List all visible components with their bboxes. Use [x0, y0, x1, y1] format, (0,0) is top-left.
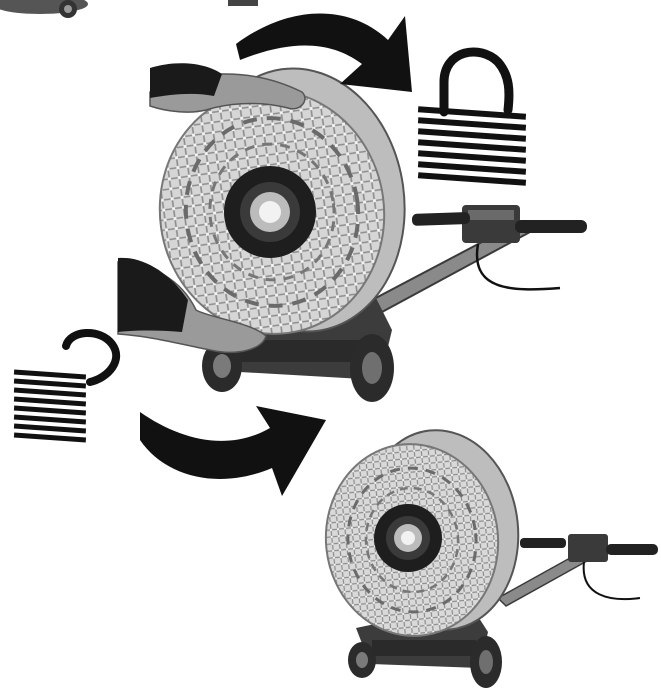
padlock-open-icon [14, 333, 116, 443]
cropped-machine-corner [0, 0, 258, 18]
bottom-machine [316, 422, 658, 688]
top-machine [118, 55, 587, 402]
padlock-closed-icon [418, 52, 526, 186]
curved-arrow-icon [140, 406, 326, 496]
